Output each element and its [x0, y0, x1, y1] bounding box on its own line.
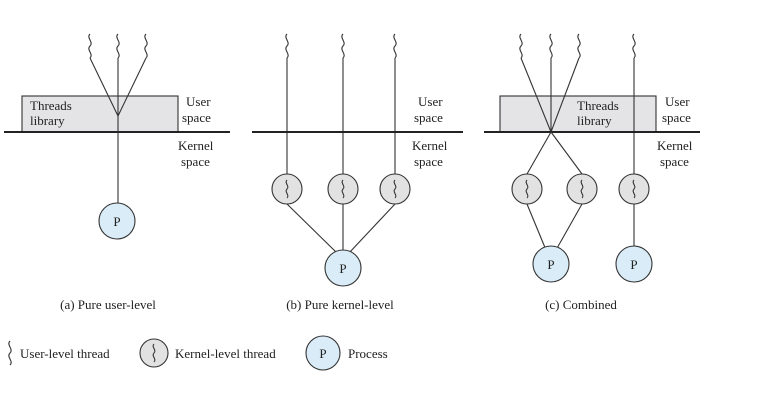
user-thread-icon — [549, 33, 553, 59]
user-thread-icon — [577, 33, 581, 59]
user-space-label-2: space — [414, 110, 443, 125]
user-space-label-1: User — [186, 94, 211, 109]
process-circle — [98, 202, 136, 240]
kernel-space-label-2: space — [414, 154, 443, 169]
panel-pure-kernel-level: User space Kernel space P (b) Pure kerne… — [252, 33, 463, 312]
user-space-label-1: User — [418, 94, 443, 109]
user-thread-icon — [88, 33, 92, 59]
process-circle — [305, 335, 341, 371]
legend-process-label: Process — [348, 346, 388, 361]
legend: User-level thread Kernel-level thread P … — [8, 335, 388, 371]
user-space-label-1: User — [665, 94, 690, 109]
kernel-space-label-1: Kernel — [657, 138, 693, 153]
user-thread-icon — [632, 33, 636, 59]
user-thread-icon — [116, 33, 120, 59]
threads-library-label-2: library — [30, 113, 65, 128]
process-circle — [324, 249, 362, 287]
process-circle — [615, 245, 653, 283]
kernel-threads — [271, 173, 411, 205]
caption-pure-kernel-level: (b) Pure kernel-level — [286, 297, 394, 312]
process-circle — [532, 245, 570, 283]
process-letter: P — [339, 261, 346, 276]
panel-combined: Threads library User space Kernel space … — [484, 33, 700, 312]
caption-pure-user-level: (a) Pure user-level — [60, 297, 156, 312]
panel-pure-user-level: Threads library User space Kernel space … — [4, 33, 230, 312]
process-letter: P — [630, 257, 637, 272]
user-space-label-2: space — [662, 110, 691, 125]
user-thread-icon — [341, 33, 345, 59]
kernel-space-label-2: space — [181, 154, 210, 169]
threads-library-label-1: Threads — [577, 98, 619, 113]
caption-combined: (c) Combined — [545, 297, 617, 312]
legend-user-thread-label: User-level thread — [20, 346, 110, 361]
process-letter: P — [319, 346, 326, 361]
threads-library-box — [21, 95, 179, 133]
legend-kernel-thread-label: Kernel-level thread — [175, 346, 276, 361]
user-thread-icon — [519, 33, 523, 59]
threads-library-label-2: library — [577, 113, 612, 128]
threads-library-label-1: Threads — [30, 98, 72, 113]
user-thread-icon — [8, 340, 12, 366]
user-level-threads — [88, 33, 148, 117]
process-letter: P — [113, 214, 120, 229]
user-thread-icon — [285, 33, 289, 59]
process-letter: P — [547, 257, 554, 272]
kernel-space-label-1: Kernel — [178, 138, 214, 153]
user-thread-icon — [393, 33, 397, 59]
user-thread-icon — [144, 33, 148, 59]
kernel-space-label-2: space — [660, 154, 689, 169]
user-space-label-2: space — [182, 110, 211, 125]
kernel-space-label-1: Kernel — [412, 138, 448, 153]
